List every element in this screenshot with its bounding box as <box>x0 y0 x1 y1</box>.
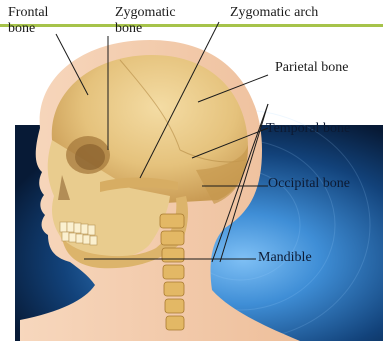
label-occipital-bone: Occipital bone <box>268 176 350 192</box>
label-frontal-line2: bone <box>8 21 48 37</box>
top-rule <box>0 24 383 27</box>
label-temporal-bone: Temporal bone <box>266 121 350 137</box>
label-zygomatic-arch: Zygomatic arch <box>230 5 318 21</box>
label-frontal-line1: Frontal <box>8 5 48 20</box>
label-parietal-bone: Parietal bone <box>275 60 348 76</box>
label-zygomatic-line2: bone <box>115 21 176 37</box>
label-frontal-bone: Frontal bone <box>8 5 48 37</box>
label-zygomatic-bone: Zygomatic bone <box>115 5 176 37</box>
label-mandible: Mandible <box>258 250 312 266</box>
label-zygomatic-line1: Zygomatic <box>115 5 176 20</box>
